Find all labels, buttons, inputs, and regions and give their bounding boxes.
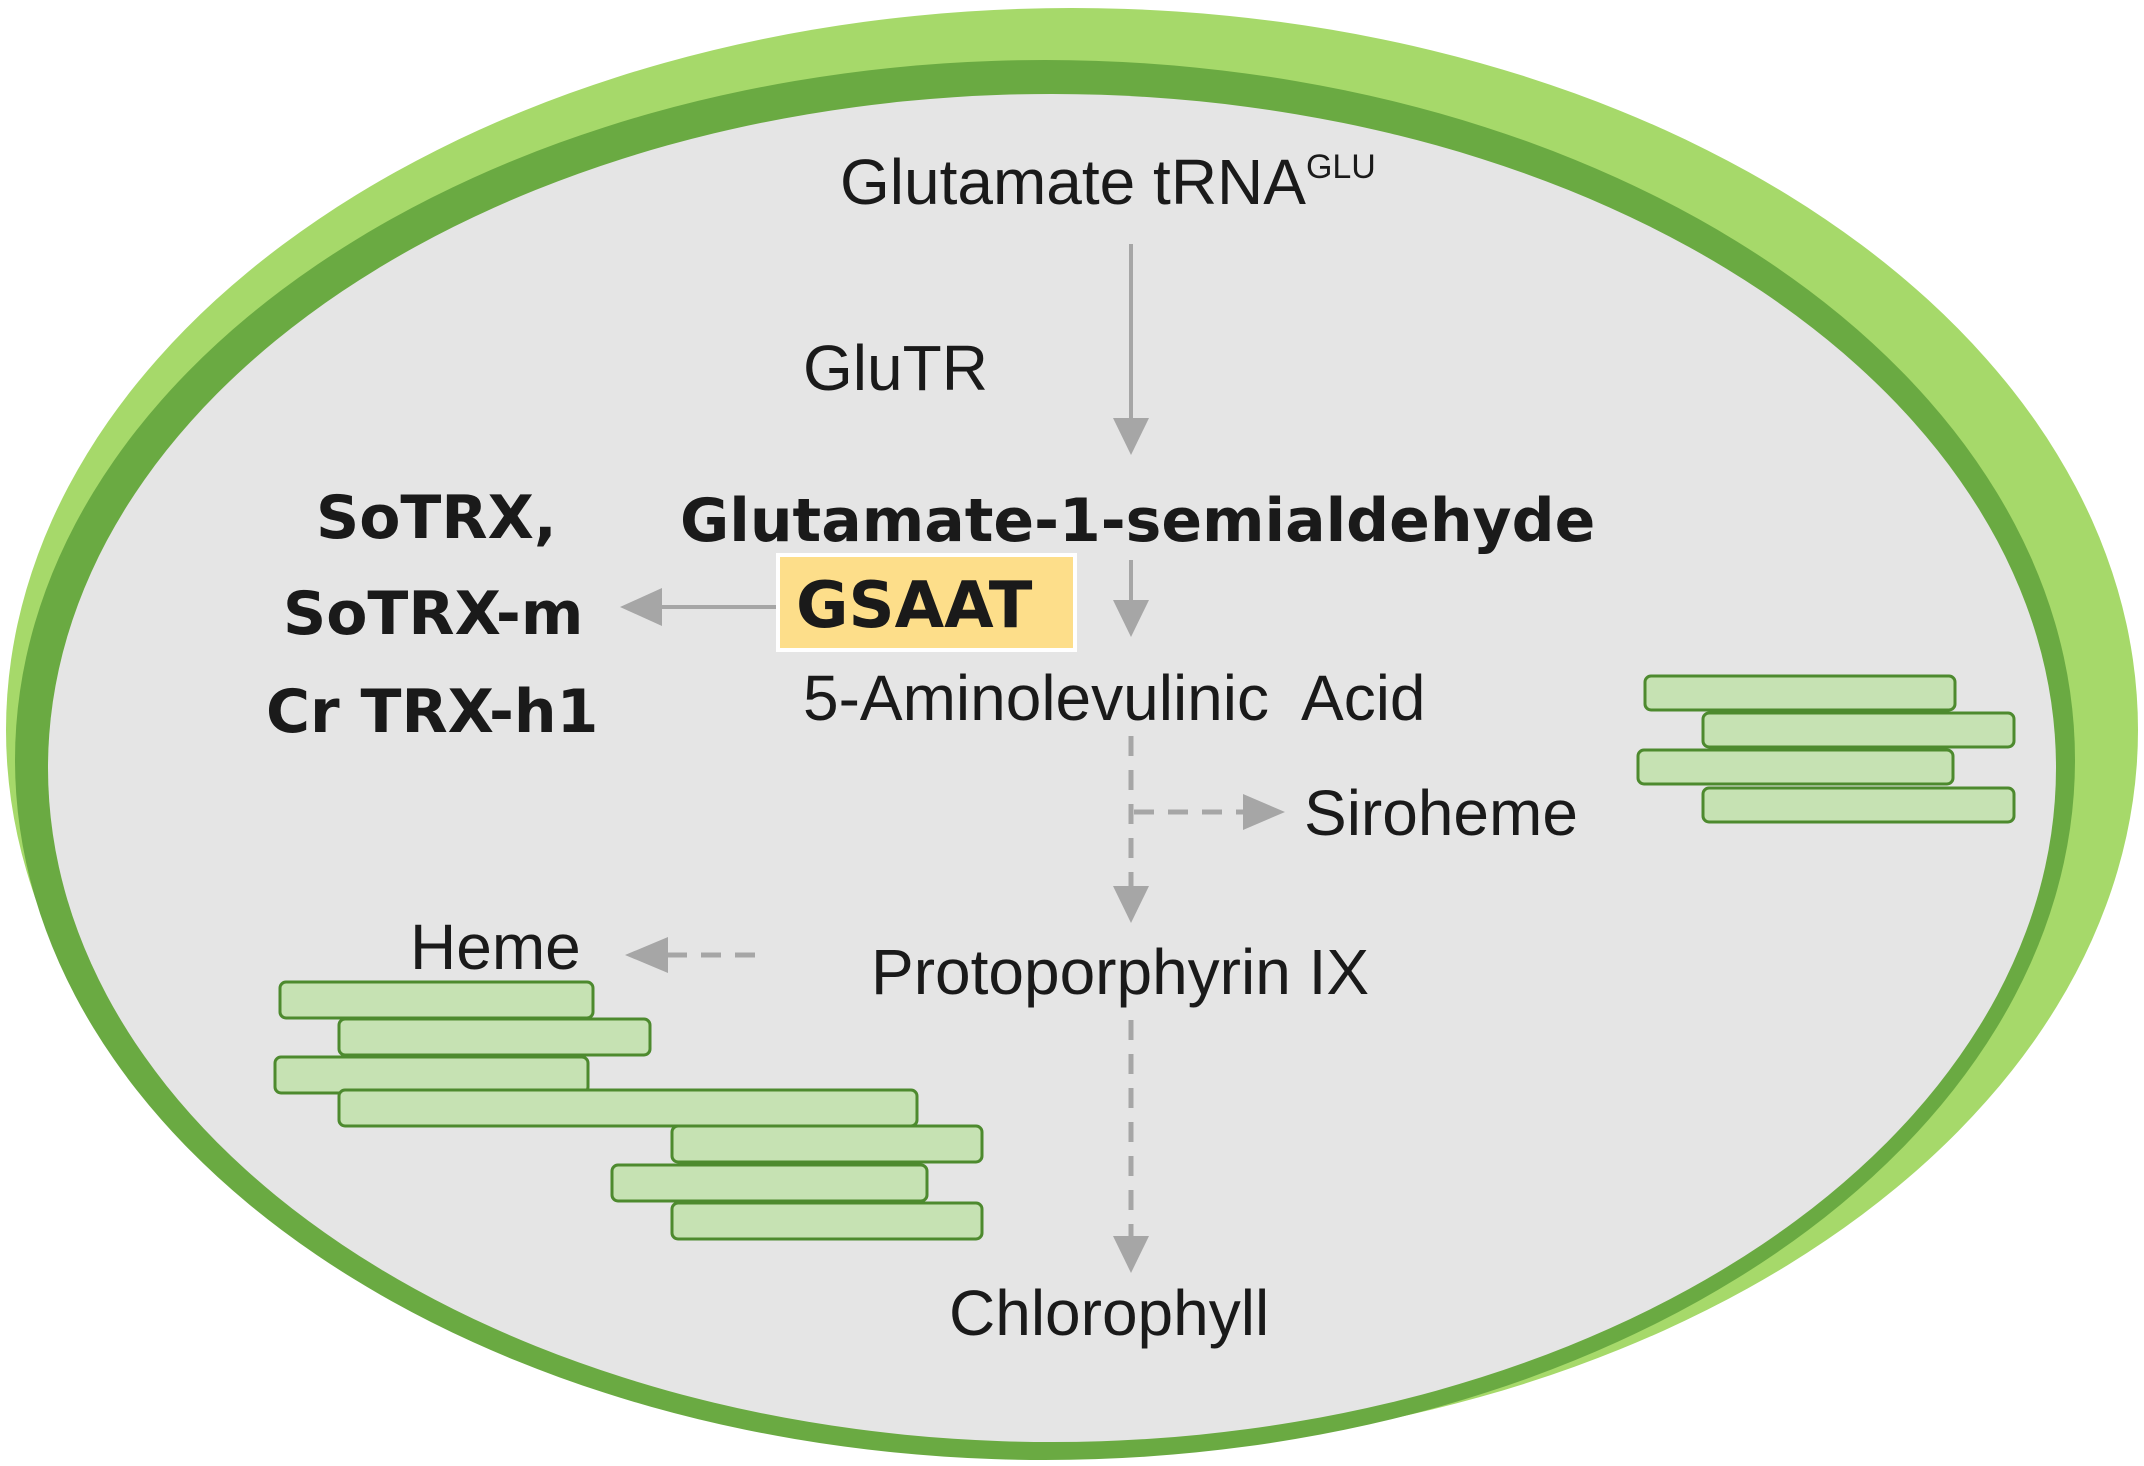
siroheme-label: Siroheme: [1304, 777, 1578, 849]
thylakoid: [670, 1201, 984, 1241]
thylakoid-stack-left: [273, 980, 984, 1241]
regulator-line-1: SoTRX,: [316, 483, 557, 553]
gsaat-highlight: [776, 553, 1077, 652]
enzyme-glutr-label: GluTR: [803, 332, 988, 404]
thylakoid: [337, 1017, 652, 1057]
substrate-label: Glutamate tRNAGLU: [840, 146, 1376, 218]
thylakoid: [278, 980, 595, 1020]
arrowhead: [1113, 886, 1149, 923]
regulator-line-2: SoTRX-m: [283, 579, 583, 649]
thylakoid: [1701, 786, 2016, 824]
heme-label: Heme: [410, 911, 581, 983]
thylakoid: [610, 1163, 929, 1203]
enzyme-gsaat-label: GSAAT: [796, 569, 1033, 643]
arrowhead: [1243, 794, 1285, 830]
regulators-labels: SoTRX, SoTRX-m Cr TRX-h1: [266, 483, 598, 747]
product-ala-label: 5-Aminolevulinic Acid: [803, 662, 1426, 734]
arrowhead: [620, 588, 662, 626]
thylakoid-stack-right: [1636, 674, 2016, 824]
arrowhead: [625, 937, 668, 973]
thylakoid: [670, 1124, 984, 1164]
chlorophyll-label: Chlorophyll: [949, 1277, 1269, 1349]
arrowhead: [1113, 418, 1149, 455]
thylakoid: [1701, 711, 2016, 749]
intermediate-label: Glutamate-1-semialdehyde: [680, 486, 1595, 556]
substrate-superscript: GLU: [1306, 148, 1376, 186]
arrowhead: [1113, 600, 1149, 637]
pathway-labels: Glutamate tRNAGLU GluTR Glutamate-1-semi…: [410, 146, 1595, 1349]
thylakoid: [1636, 748, 1955, 786]
arrowhead: [1113, 1236, 1149, 1273]
regulator-line-3: Cr TRX-h1: [266, 677, 598, 747]
thylakoid: [1643, 674, 1957, 712]
protoporphyrin-label: Protoporphyrin IX: [871, 936, 1369, 1008]
thylakoid: [273, 1055, 590, 1095]
pathway-arrows: [620, 244, 1285, 1273]
thylakoid: [337, 1088, 919, 1128]
